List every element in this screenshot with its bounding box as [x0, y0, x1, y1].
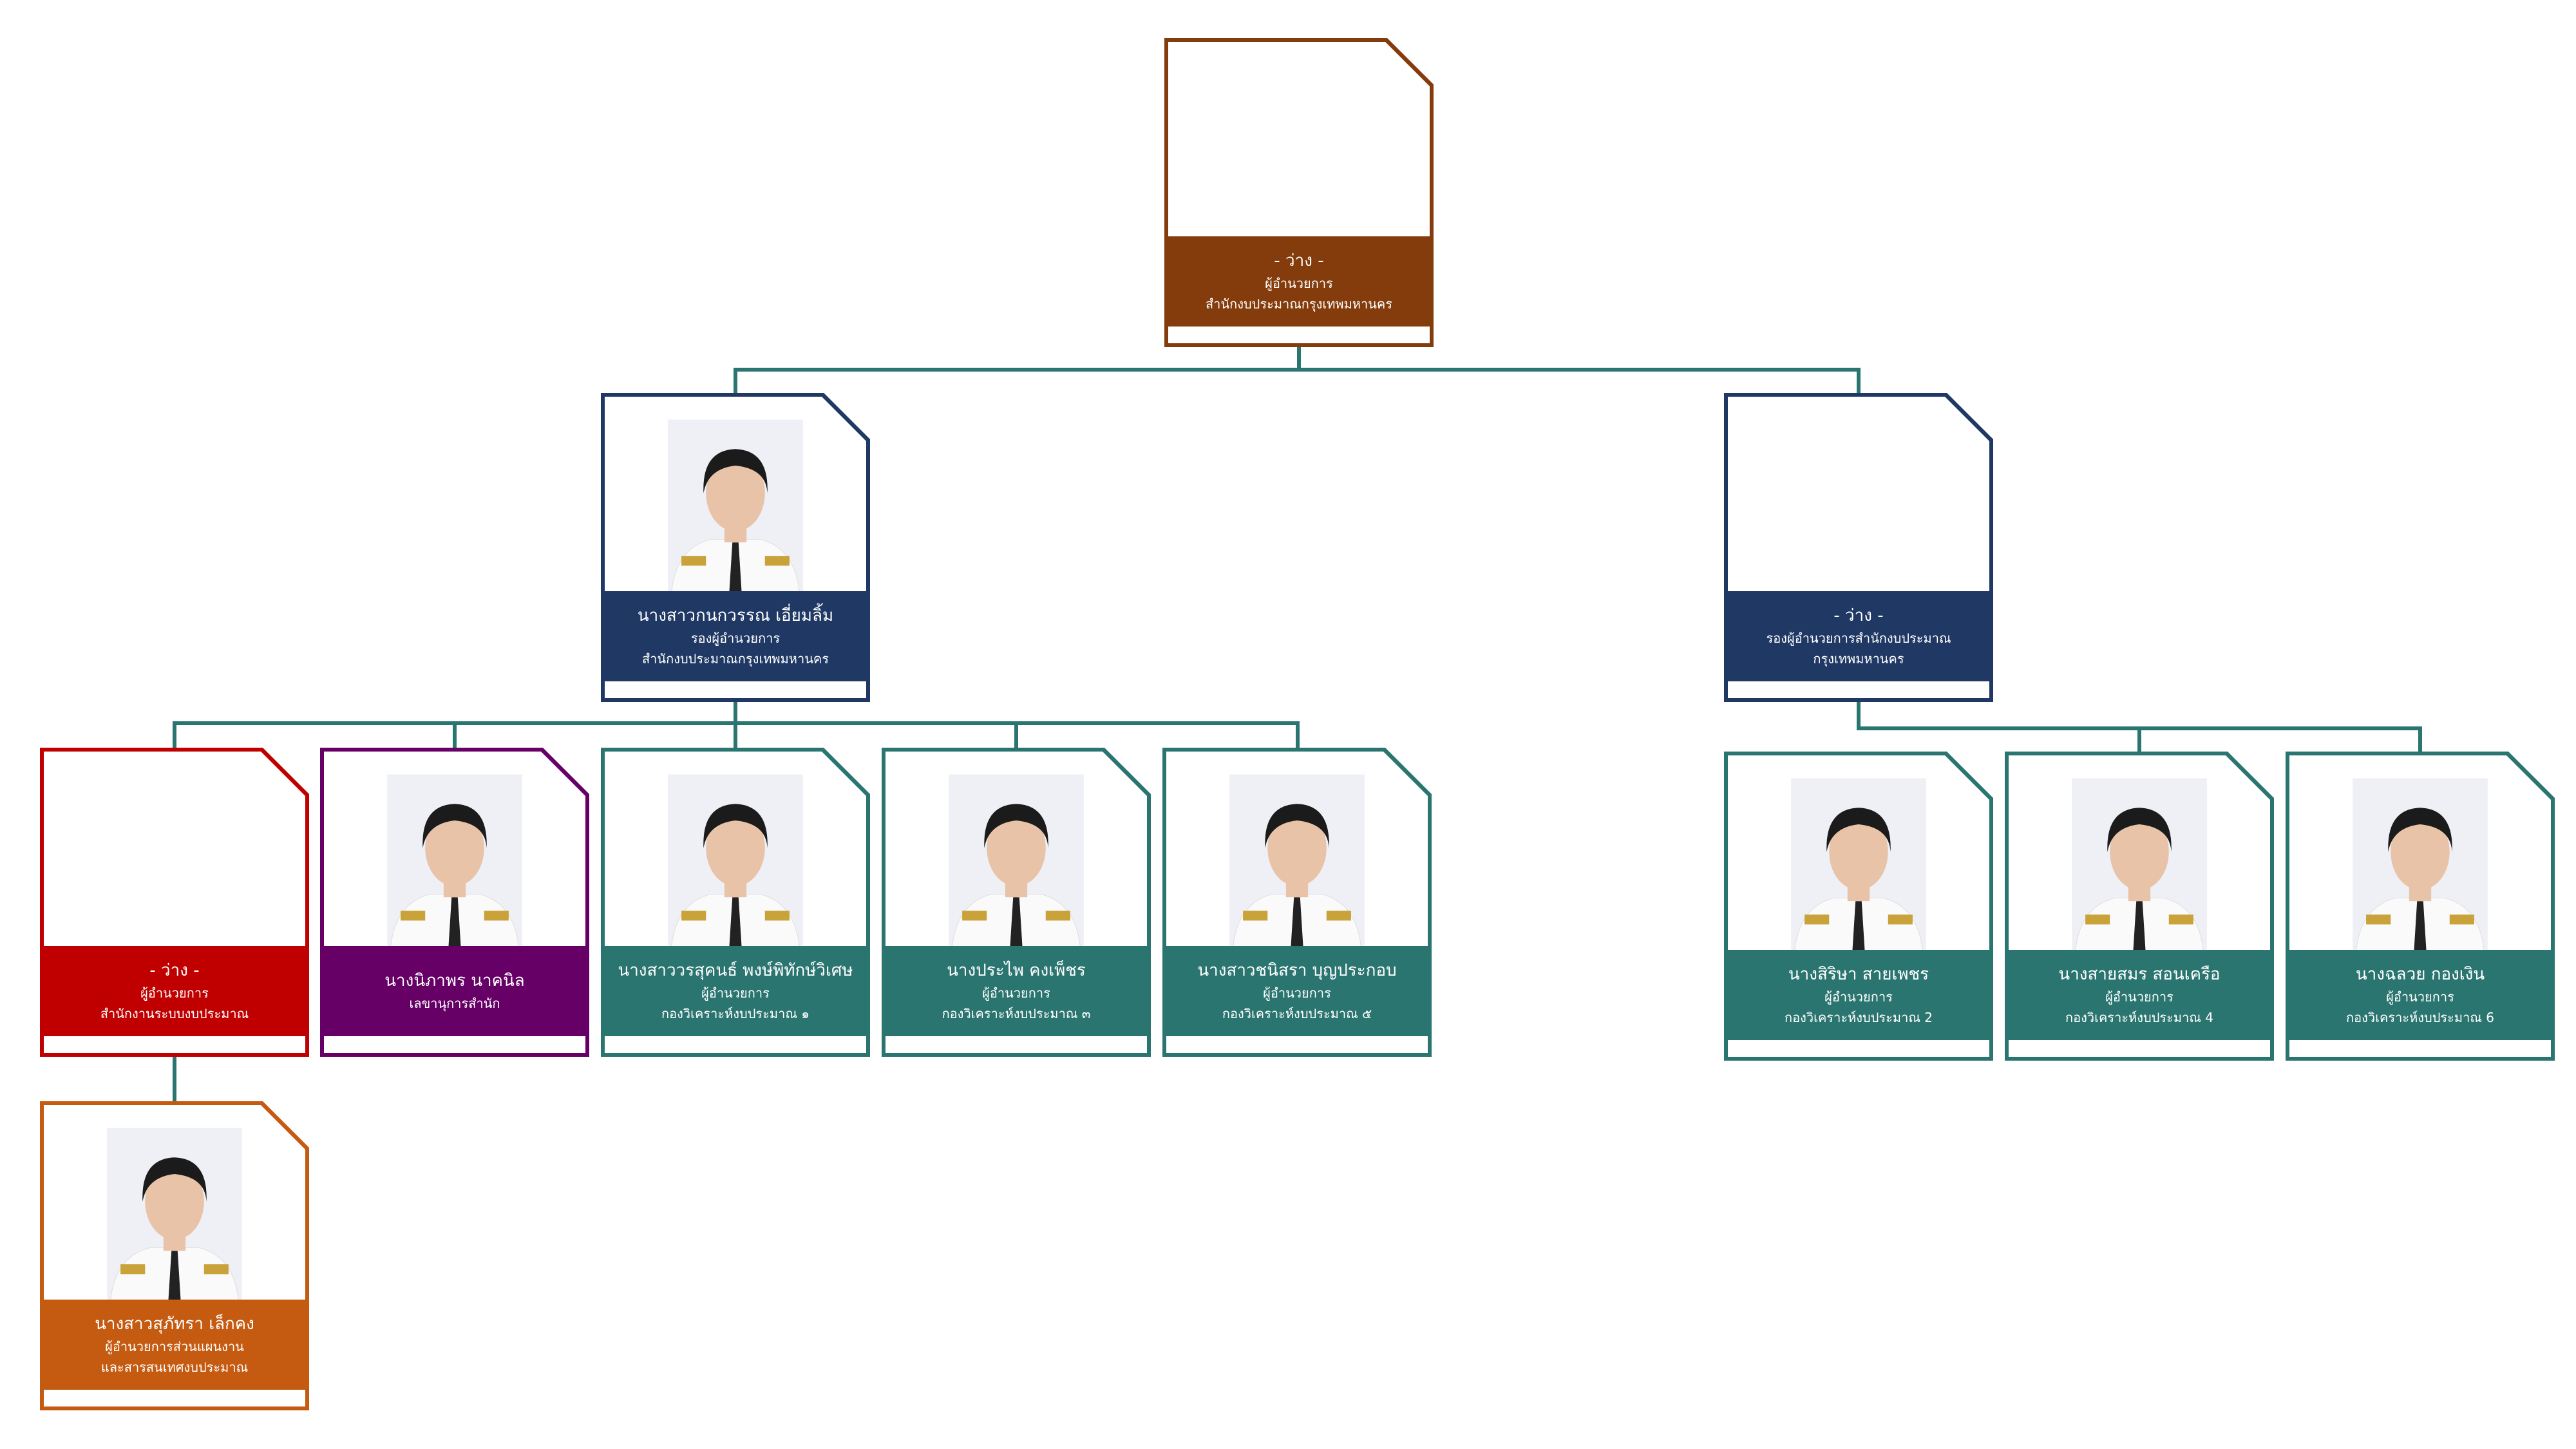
node-body: นางประไพ คงเพ็ชรผู้อำนวยการกองวิเคราะห์ง…: [886, 752, 1147, 1053]
node-label: - ว่าง - ผู้อำนวยการสำนักงานระบบงบประมาณ: [44, 946, 305, 1036]
connector: [1297, 346, 1301, 370]
position-title: สำนักงบประมาณกรุงเทพมหานคร: [641, 651, 829, 667]
node-body: นางสาวสุภัทรา เล็กคงผู้อำนวยการส่วนแผนงา…: [44, 1105, 305, 1406]
org-node-division-5: นางสาวชนิสรา บุญประกอบผู้อำนวยการกองวิเค…: [1162, 748, 1432, 1057]
connector: [734, 702, 737, 723]
position-title: กองวิเคราะห์งบประมาณ 4: [2065, 1010, 2213, 1025]
node-body: นางสาววรสุคนธ์ พงษ์พิทักษ์วิเศษผู้อำนวยก…: [605, 752, 866, 1053]
portrait-photo: [924, 766, 1108, 952]
connector: [173, 1055, 176, 1102]
position-title: สำนักงบประมาณกรุงเทพมหานคร: [1205, 296, 1393, 312]
person-name: นางสาววรสุคนธ์ พงษ์พิทักษ์วิเศษ: [618, 961, 853, 980]
node-body: - ว่าง - ผู้อำนวยการสำนักงานระบบงบประมาณ: [44, 752, 305, 1053]
node-body: นางสาวกนกวรรณ เอี่ยมลิ้มรองผู้อำนวยการสำ…: [605, 397, 866, 698]
person-name: นางสาวสุภัทรา เล็กคง: [95, 1314, 254, 1334]
connector: [453, 721, 457, 748]
node-label: นางสาวกนกวรรณ เอี่ยมลิ้มรองผู้อำนวยการสำ…: [605, 591, 866, 681]
portrait-photo: [643, 766, 828, 952]
node-body: นางสายสมร สอนเครือผู้อำนวยการกองวิเคราะห…: [2009, 755, 2270, 1057]
node-body: นางฉลวย กองเงินผู้อำนวยการกองวิเคราะห์งบ…: [2289, 755, 2551, 1057]
person-name: - ว่าง -: [1833, 606, 1884, 625]
position-title: รองผู้อำนวยการสำนักงบประมาณ: [1766, 630, 1951, 646]
node-label: - ว่าง - ผู้อำนวยการสำนักงบประมาณกรุงเทพม…: [1168, 236, 1430, 327]
position-title: ผู้อำนวยการ: [140, 985, 209, 1001]
org-node-deputy-2: - ว่าง - รองผู้อำนวยการสำนักงบประมาณกรุงเ…: [1724, 393, 1993, 702]
position-title: สำนักงานระบบงบประมาณ: [100, 1006, 249, 1021]
position-title: ผู้อำนวยการ: [1824, 989, 1893, 1005]
portrait-photo: [1766, 770, 1951, 956]
org-node-division-3: นางประไพ คงเพ็ชรผู้อำนวยการกองวิเคราะห์ง…: [882, 748, 1151, 1057]
node-label: นางสายสมร สอนเครือผู้อำนวยการกองวิเคราะห…: [2009, 950, 2270, 1040]
position-title: กองวิเคราะห์งบประมาณ ๕: [1222, 1006, 1372, 1021]
position-title: ผู้อำนวยการ: [1263, 985, 1331, 1001]
node-label: นางนิภาพร นาคนิลเลขานุการสำนัก: [324, 946, 585, 1036]
position-title: กองวิเคราะห์งบประมาณ ๓: [942, 1006, 1091, 1021]
org-node-secretary: นางนิภาพร นาคนิลเลขานุการสำนัก: [320, 748, 589, 1057]
org-node-division-1: นางสาววรสุคนธ์ พงษ์พิทักษ์วิเศษผู้อำนวยก…: [601, 748, 870, 1057]
person-name: นางสาวชนิสรา บุญประกอบ: [1197, 961, 1397, 980]
org-node-division-6: นางฉลวย กองเงินผู้อำนวยการกองวิเคราะห์งบ…: [2286, 752, 2555, 1061]
person-name: - ว่าง -: [1274, 251, 1324, 270]
connector: [2137, 726, 2141, 752]
position-title: เลขานุการสำนัก: [409, 996, 500, 1011]
person-name: นางฉลวย กองเงิน: [2355, 965, 2485, 984]
person-name: นางสิริษา สายเพชร: [1788, 965, 1929, 984]
portrait-photo: [643, 411, 828, 598]
node-body: นางนิภาพร นาคนิลเลขานุการสำนัก: [324, 752, 585, 1053]
position-title: ผู้อำนวยการ: [701, 985, 770, 1001]
node-body: นางสิริษา สายเพชรผู้อำนวยการกองวิเคราะห์…: [1728, 755, 1989, 1057]
node-label: นางสิริษา สายเพชรผู้อำนวยการกองวิเคราะห์…: [1728, 950, 1989, 1040]
position-title: ผู้อำนวยการ: [982, 985, 1050, 1001]
connector: [1014, 721, 1018, 748]
node-body: นางสาวชนิสรา บุญประกอบผู้อำนวยการกองวิเค…: [1166, 752, 1428, 1053]
org-node-deputy-1: นางสาวกนกวรรณ เอี่ยมลิ้มรองผู้อำนวยการสำ…: [601, 393, 870, 702]
person-name: นางประไพ คงเพ็ชร: [947, 961, 1086, 980]
person-name: - ว่าง -: [149, 961, 200, 980]
node-label: นางประไพ คงเพ็ชรผู้อำนวยการกองวิเคราะห์ง…: [886, 946, 1147, 1036]
node-label: นางสาวชนิสรา บุญประกอบผู้อำนวยการกองวิเค…: [1166, 946, 1428, 1036]
node-label: นางสาวสุภัทรา เล็กคงผู้อำนวยการส่วนแผนงา…: [44, 1300, 305, 1390]
connector: [734, 368, 1861, 372]
position-title: และสารสนเทศงบประมาณ: [100, 1359, 249, 1375]
connector: [734, 721, 737, 748]
position-title: กองวิเคราะห์งบประมาณ 2: [1785, 1010, 1933, 1025]
connector: [1857, 702, 1861, 728]
portrait-photo: [82, 1119, 267, 1306]
connector: [2418, 726, 2422, 752]
position-title: กองวิเคราะห์งบประมาณ ๑: [661, 1006, 810, 1021]
person-name: นางสาวกนกวรรณ เอี่ยมลิ้ม: [637, 606, 834, 625]
person-name: นางนิภาพร นาคนิล: [384, 971, 525, 990]
position-title: ผู้อำนวยการ: [2386, 989, 2454, 1005]
portrait-photo: [363, 766, 547, 952]
position-title: ผู้อำนวยการส่วนแผนงาน: [105, 1339, 244, 1354]
person-name: นางสายสมร สอนเครือ: [2058, 965, 2221, 984]
node-label: - ว่าง - รองผู้อำนวยการสำนักงบประมาณกรุงเ…: [1728, 591, 1989, 681]
org-node-director: - ว่าง - ผู้อำนวยการสำนักงบประมาณกรุงเทพม…: [1164, 38, 1434, 347]
connector: [173, 721, 176, 748]
position-title: กองวิเคราะห์งบประมาณ 6: [2346, 1010, 2494, 1025]
connector: [1857, 368, 1861, 393]
org-node-planning: นางสาวสุภัทรา เล็กคงผู้อำนวยการส่วนแผนงา…: [40, 1101, 309, 1410]
portrait-photo: [2047, 770, 2231, 956]
portrait-photo: [2328, 770, 2512, 956]
node-label: นางฉลวย กองเงินผู้อำนวยการกองวิเคราะห์งบ…: [2289, 950, 2551, 1040]
portrait-photo: [1205, 766, 1389, 952]
org-node-division-2: นางสิริษา สายเพชรผู้อำนวยการกองวิเคราะห์…: [1724, 752, 1993, 1061]
org-node-budget-system: - ว่าง - ผู้อำนวยการสำนักงานระบบงบประมาณ: [40, 748, 309, 1057]
connector: [734, 368, 737, 393]
position-title: กรุงเทพมหานคร: [1813, 651, 1904, 667]
org-node-division-4: นางสายสมร สอนเครือผู้อำนวยการกองวิเคราะห…: [2005, 752, 2274, 1061]
node-body: - ว่าง - รองผู้อำนวยการสำนักงบประมาณกรุงเ…: [1728, 397, 1989, 698]
node-body: - ว่าง - ผู้อำนวยการสำนักงบประมาณกรุงเทพม…: [1168, 42, 1430, 343]
connector: [1296, 721, 1300, 748]
position-title: รองผู้อำนวยการ: [690, 630, 781, 646]
position-title: ผู้อำนวยการ: [1265, 276, 1333, 291]
position-title: ผู้อำนวยการ: [2105, 989, 2174, 1005]
node-label: นางสาววรสุคนธ์ พงษ์พิทักษ์วิเศษผู้อำนวยก…: [605, 946, 866, 1036]
